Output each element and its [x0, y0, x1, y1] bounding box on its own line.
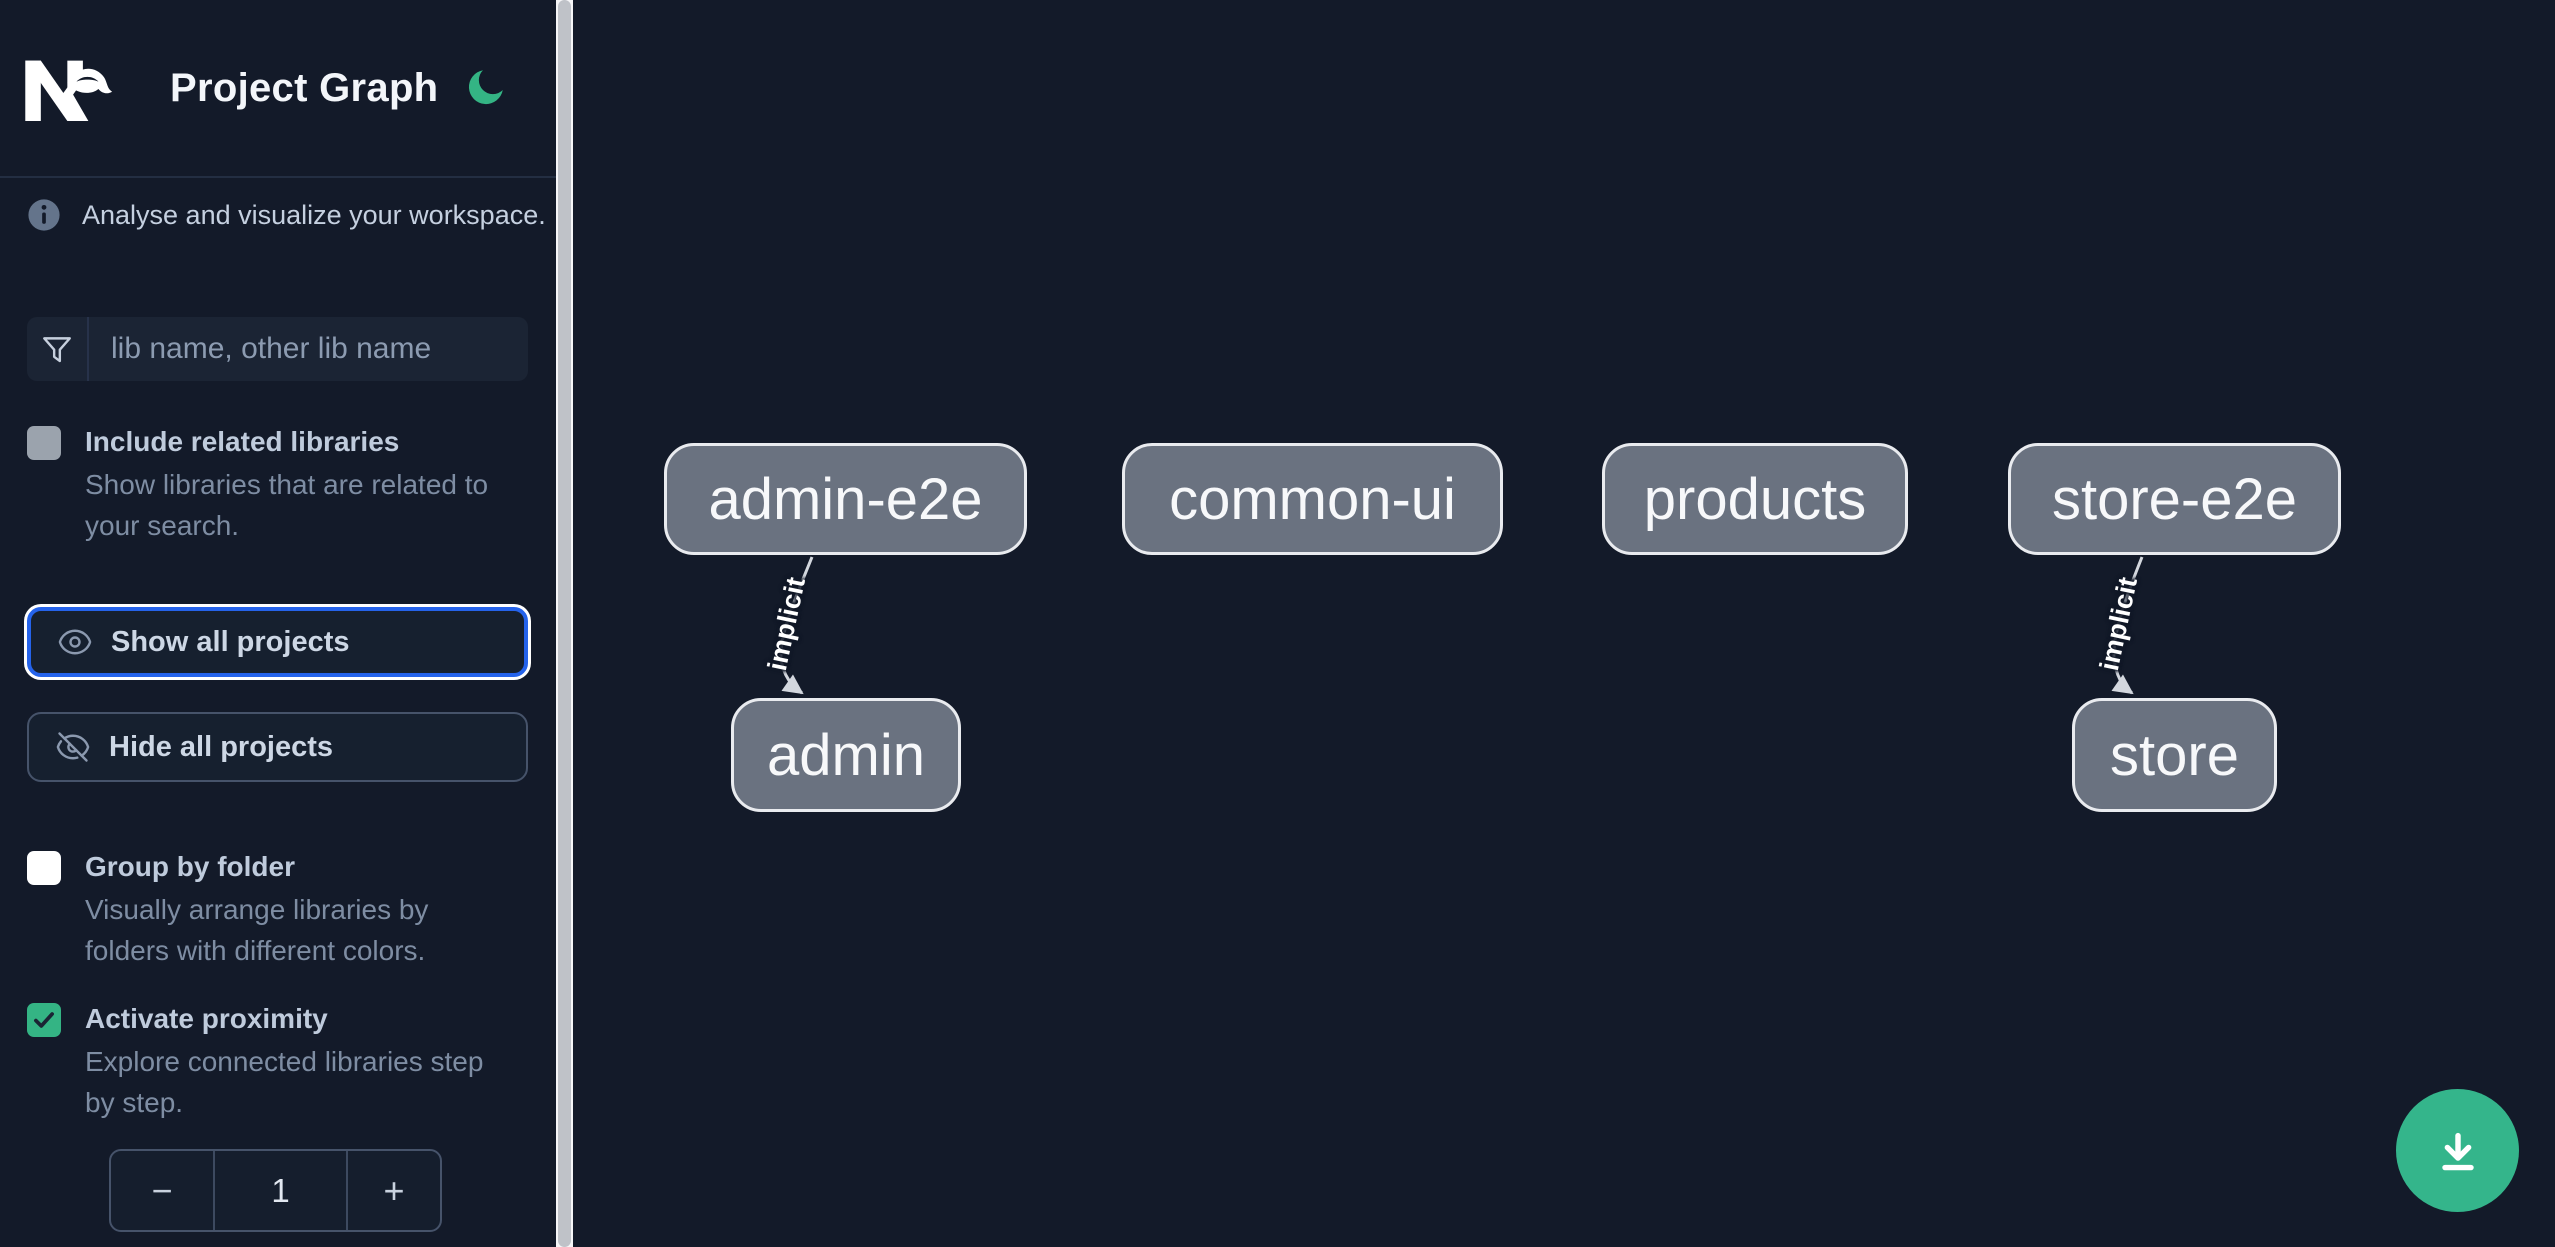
- filter-icon-box: [27, 317, 89, 381]
- increment-button[interactable]: +: [346, 1151, 440, 1230]
- option-group-by-folder: Group by folder Visually arrange librari…: [27, 849, 532, 971]
- proximity-stepper: − 1 +: [109, 1149, 442, 1232]
- info-text: Analyse and visualize your workspace.: [82, 199, 546, 230]
- eye-icon: [58, 629, 92, 655]
- search-box: [27, 317, 528, 381]
- option-description: Explore connected libraries step by step…: [85, 1046, 484, 1118]
- nx-logo-icon: [25, 60, 113, 121]
- filter-icon: [43, 337, 71, 363]
- option-label: Group by folder: [85, 851, 295, 882]
- checkmark-icon: [34, 1012, 54, 1028]
- hide-all-projects-button[interactable]: Hide all projects: [27, 712, 528, 782]
- project-graph-canvas[interactable]: [573, 0, 2555, 1247]
- graph-node-admin-e2e[interactable]: admin-e2e: [664, 443, 1027, 555]
- graph-node-admin[interactable]: admin: [731, 698, 961, 812]
- info-icon: [28, 199, 60, 231]
- sidebar-scrollbar-thumb[interactable]: [558, 0, 571, 1247]
- proximity-value[interactable]: 1: [271, 1171, 290, 1209]
- option-activate-proximity: Activate proximity Explore connected lib…: [27, 1001, 532, 1123]
- graph-node-store-e2e[interactable]: store-e2e: [2008, 443, 2341, 555]
- group-by-folder-checkbox[interactable]: [27, 851, 61, 885]
- sidebar: Project Graph Analyse and visualize your…: [0, 0, 556, 1247]
- download-button[interactable]: [2396, 1089, 2519, 1212]
- page-title: Project Graph: [170, 66, 439, 110]
- graph-node-products[interactable]: products: [1602, 443, 1908, 555]
- option-description: Visually arrange libraries by folders wi…: [85, 894, 429, 966]
- moon-icon: [468, 69, 503, 104]
- option-label: Activate proximity: [85, 1003, 328, 1034]
- graph-node-store[interactable]: store: [2072, 698, 2277, 812]
- include-related-checkbox[interactable]: [27, 426, 61, 460]
- option-label: Include related libraries: [85, 426, 400, 457]
- button-label: Hide all projects: [109, 730, 334, 763]
- graph-node-common-ui[interactable]: common-ui: [1122, 443, 1503, 555]
- sidebar-header: Project Graph: [0, 0, 556, 178]
- decrement-button[interactable]: −: [111, 1151, 215, 1230]
- sidebar-scrollbar-track: [556, 0, 573, 1247]
- option-include-related: Include related libraries Show libraries…: [27, 424, 532, 546]
- activate-proximity-checkbox[interactable]: [27, 1003, 61, 1037]
- show-all-projects-button[interactable]: Show all projects: [27, 607, 528, 677]
- button-label: Show all projects: [111, 625, 350, 658]
- eye-off-icon: [56, 732, 90, 762]
- workspace-info: Analyse and visualize your workspace.: [27, 198, 546, 232]
- search-input[interactable]: [89, 317, 528, 381]
- option-description: Show libraries that are related to your …: [85, 469, 489, 541]
- theme-toggle-button[interactable]: [462, 62, 512, 112]
- download-icon: [2441, 1132, 2474, 1170]
